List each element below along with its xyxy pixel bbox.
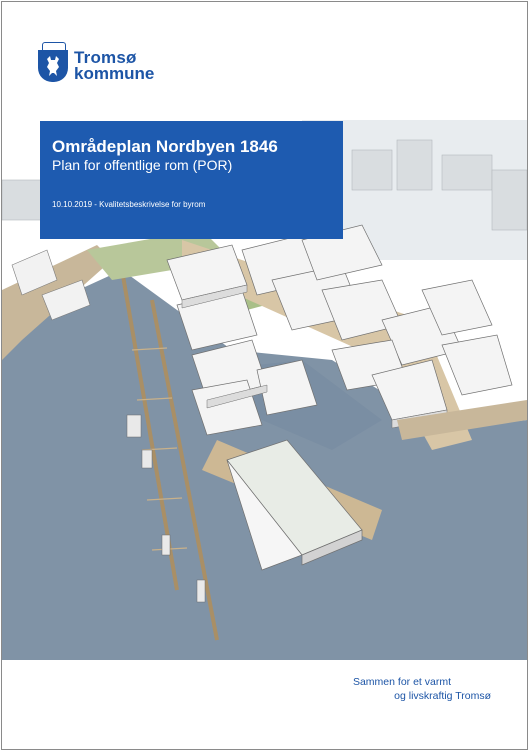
logo-line-2: kommune: [74, 64, 155, 83]
document-subtitle: Plan for offentlige rom (POR): [52, 157, 233, 173]
municipality-logo: Tromsø kommune: [38, 42, 154, 82]
slogan: Sammen for et varmt og livskraftig Troms…: [353, 675, 491, 703]
coat-of-arms-icon: [38, 42, 68, 82]
slogan-line-1: Sammen for et varmt: [352, 676, 451, 688]
document-title: Områdeplan Nordbyen 1846: [52, 137, 278, 156]
document-date-line: 10.10.2019 - Kvalitetsbeskrivelse for by…: [52, 200, 206, 209]
title-box: Områdeplan Nordbyen 1846 Plan for offent…: [40, 121, 343, 239]
logo-line-1: Tromsø: [74, 48, 137, 67]
slogan-line-2: og livskraftig Tromsø: [394, 690, 491, 702]
